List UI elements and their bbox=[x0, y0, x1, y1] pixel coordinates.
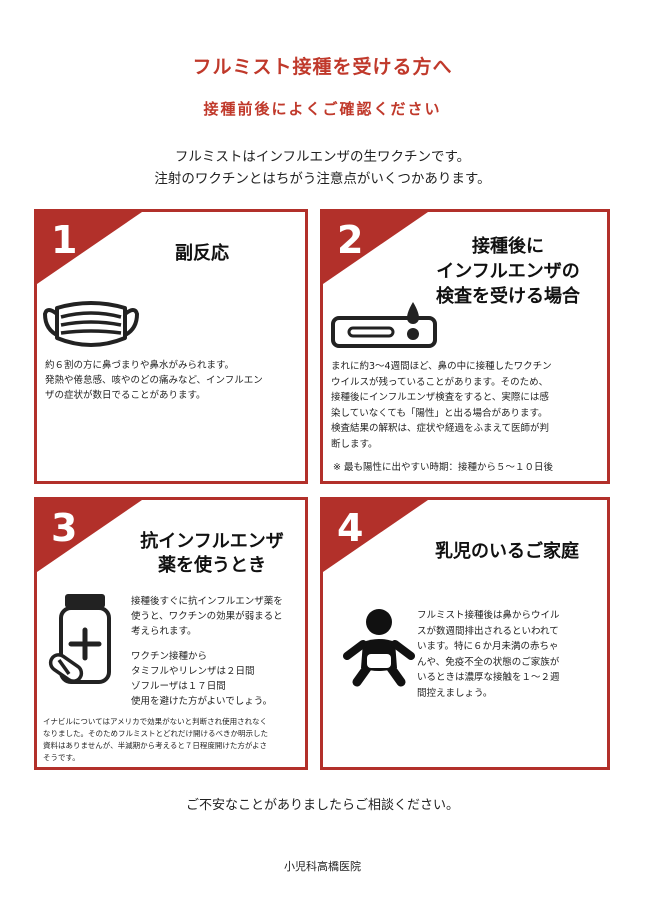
page-subtitle: 接種前後によくご確認ください bbox=[203, 100, 442, 118]
card-body-line: ウイルスが残っていることがあります。そのため、 bbox=[331, 376, 549, 388]
card-body-line: 検査結果の解釈は、症状や経過をふまえて医師が判 bbox=[331, 423, 550, 434]
intro-text: フルミストはインフルエンザの生ワクチンです。 注射のワクチンとはちがう注意点がい… bbox=[0, 146, 645, 190]
mask-icon bbox=[42, 300, 140, 354]
card-body-line: 約６割の方に鼻づまりや鼻水がみられます。 bbox=[45, 360, 235, 371]
footer-message: ご不安なことがありましたらご相談ください。 bbox=[185, 798, 459, 813]
card-heading-line: 副反応 bbox=[175, 243, 229, 264]
card-body-line: ゾフルーザは１７日間 bbox=[131, 681, 226, 692]
card-antiviral: 3 抗インフルエンザ 薬を使うとき 接種後すぐに抗インフルエンザ薬を 使うと、ワ… bbox=[34, 497, 308, 770]
card-body-line: いるときは濃厚な接触を１〜２週 bbox=[417, 672, 560, 683]
card-heading: 副反応 bbox=[137, 242, 267, 266]
card-number: 3 bbox=[51, 506, 78, 550]
card-body: フルミスト接種後は鼻からウイル スが数週間排出されるといわれて います。特に６か… bbox=[417, 608, 560, 701]
card-body-line: まれに約3〜4週間ほど、鼻の中に接種したワクチン bbox=[331, 361, 552, 372]
card-note-line: 資料はありませんが、半減期から考えると７日程度開けた方がよさ bbox=[43, 741, 268, 750]
intro-line: フルミストはインフルエンザの生ワクチンです。 bbox=[174, 149, 471, 165]
card-number: 1 bbox=[51, 218, 78, 262]
card-body-line: タミフルやリレンザは２日間 bbox=[131, 666, 255, 677]
card-heading: 乳児のいるご家庭 bbox=[407, 540, 607, 564]
card-heading-line: インフルエンザの bbox=[436, 261, 580, 282]
card-number: 4 bbox=[337, 506, 364, 550]
card-body-line: 間控えましょう。 bbox=[417, 687, 493, 699]
card-heading-line: 抗インフルエンザ bbox=[140, 531, 284, 552]
card-number-badge bbox=[37, 500, 142, 572]
card-body-line: 断します。 bbox=[331, 438, 378, 450]
card-body-line: ザの症状が数日でることがあります。 bbox=[45, 390, 206, 401]
card-body-line: 接種後すぐに抗インフルエンザ薬を bbox=[131, 596, 283, 607]
card-note: イナビルについてはアメリカで効果がないと判断され使用されなく なりました。そのた… bbox=[43, 716, 268, 764]
card-number: 2 bbox=[337, 218, 364, 262]
card-note-line: そうです。 bbox=[43, 753, 80, 762]
card-number-badge bbox=[37, 212, 142, 284]
intro-line: 注射のワクチンとはちがう注意点がいくつかあります。 bbox=[154, 171, 491, 187]
card-heading-line: 薬を使うとき bbox=[158, 555, 266, 576]
medicine-bottle-icon bbox=[47, 592, 123, 696]
card-number-badge bbox=[323, 500, 428, 572]
baby-icon bbox=[343, 608, 415, 692]
card-body-line: んや、免疫不全の状態のご家族が bbox=[417, 656, 560, 668]
card-body-line: 使用を避けた方がよいでしょう。 bbox=[131, 696, 273, 707]
card-heading-line: 検査を受ける場合 bbox=[436, 286, 580, 307]
page-title: フルミスト接種を受ける方へ bbox=[192, 56, 453, 78]
card-body-line: 発熱や倦怠感、咳やのどの痛みなど、インフルエン bbox=[45, 375, 263, 386]
card-note-line: ※ 最も陽性に出やすい時期：接種から５〜１０日後 bbox=[333, 462, 553, 473]
card-body-line: 考えられます。 bbox=[131, 626, 197, 637]
card-heading-line: 接種後に bbox=[472, 236, 544, 257]
card-heading-line: 乳児のいるご家庭 bbox=[435, 541, 579, 562]
card-heading: 接種後に インフルエンザの 検査を受ける場合 bbox=[413, 234, 603, 309]
card-side-effects: 1 副反応 約６割の方に鼻づまりや鼻水がみられます。 発熱や倦怠感、咳やのどの痛… bbox=[34, 209, 308, 484]
card-body-line: フルミスト接種後は鼻からウイル bbox=[417, 610, 560, 621]
card-number-badge bbox=[323, 212, 428, 284]
card-body: 接種後すぐに抗インフルエンザ薬を 使うと、ワクチンの効果が弱まると 考えられます… bbox=[131, 594, 283, 709]
card-body-line: スが数週間排出されるといわれて bbox=[417, 625, 559, 637]
card-note-line: イナビルについてはアメリカで効果がないと判断され使用されなく bbox=[43, 717, 268, 726]
card-body-line: 接種後にインフルエンザ検査をすると、実際には感 bbox=[331, 392, 549, 403]
card-body: 約６割の方に鼻づまりや鼻水がみられます。 発熱や倦怠感、咳やのどの痛みなど、イン… bbox=[45, 358, 263, 403]
test-kit-icon bbox=[329, 300, 439, 354]
card-body-line: います。特に６か月未満の赤ちゃ bbox=[417, 641, 559, 652]
card-body-line: ワクチン接種から bbox=[131, 651, 208, 662]
card-note-line: なりました。そのためフルミストとどれだけ開けるべきか明示した bbox=[43, 729, 268, 738]
card-body-line: 染していなくても「陽性」と出る場合があります。 bbox=[331, 407, 548, 419]
card-heading: 抗インフルエンザ 薬を使うとき bbox=[119, 530, 305, 578]
card-note: ※ 最も陽性に出やすい時期：接種から５〜１０日後 bbox=[333, 460, 553, 475]
clinic-name: 小児科高橋医院 bbox=[284, 860, 361, 873]
card-body: まれに約3〜4週間ほど、鼻の中に接種したワクチン ウイルスが残っていることがあり… bbox=[331, 359, 552, 452]
card-body-line: 使うと、ワクチンの効果が弱まると bbox=[131, 611, 283, 622]
card-influenza-test: 2 接種後に インフルエンザの 検査を受ける場合 まれに約3〜4週間ほど、鼻の中… bbox=[320, 209, 610, 484]
card-infant-household: 4 乳児のいるご家庭 フルミスト接種後は鼻からウイル スが数週間排出されるといわ… bbox=[320, 497, 610, 770]
